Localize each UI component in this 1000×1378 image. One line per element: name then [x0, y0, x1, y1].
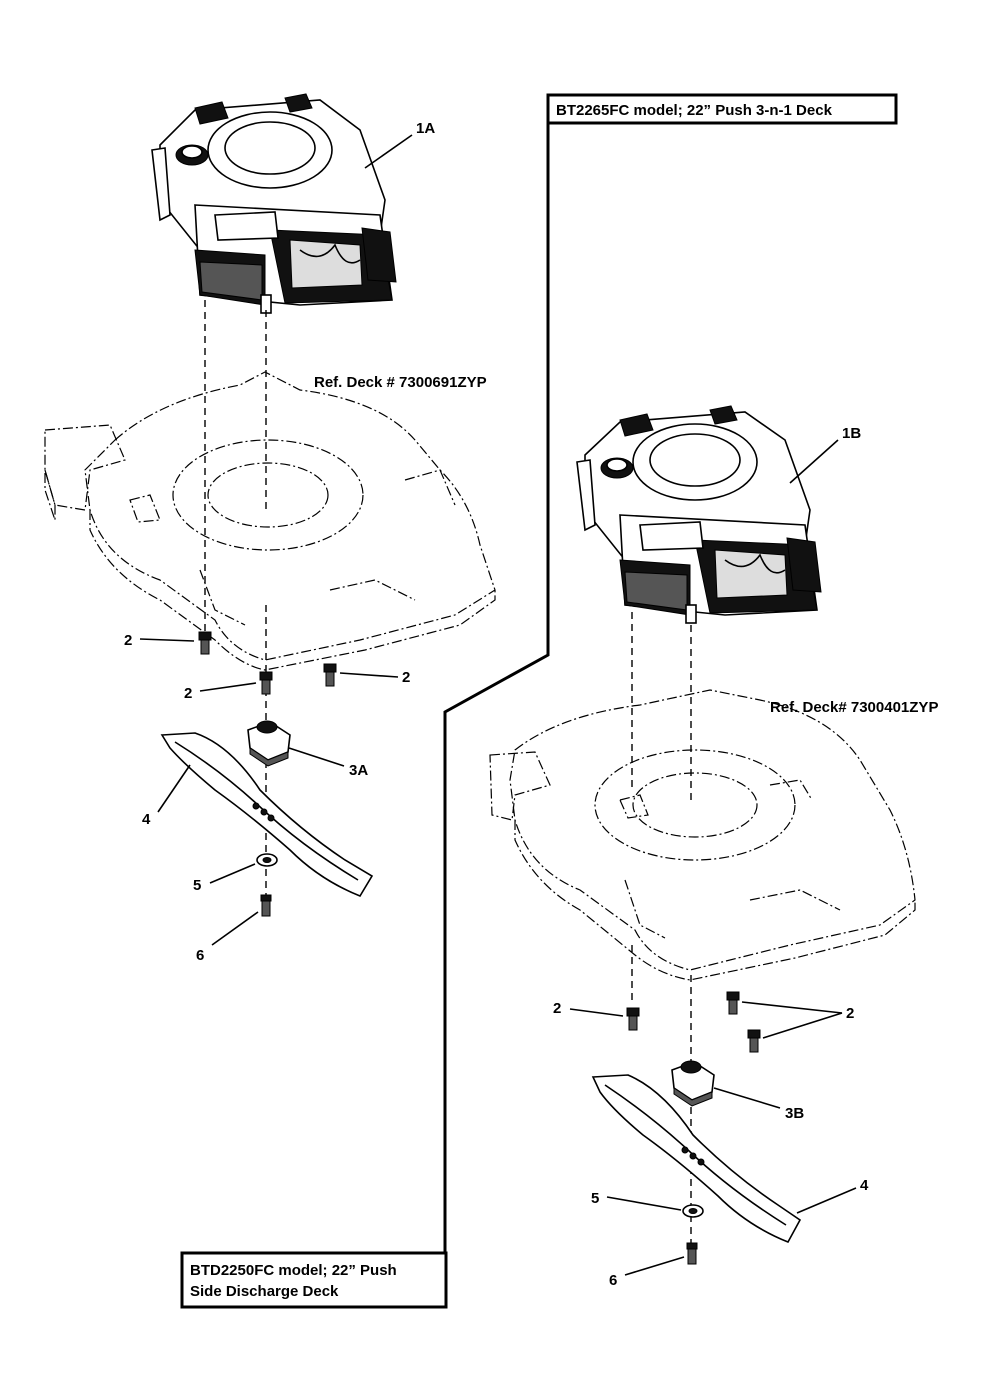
ref-deck-right: Ref. Deck# 7300401ZYP [770, 699, 938, 716]
leader-bolt [139, 638, 195, 642]
leader-bolt [569, 1008, 624, 1017]
washer-right [682, 1204, 704, 1218]
callout-1b: 1B [842, 425, 861, 442]
leader-1b [789, 439, 839, 484]
callout-washer-left: 5 [193, 877, 201, 894]
leader-screw [624, 1256, 685, 1276]
leader-3b [713, 1087, 781, 1109]
adapter-3b [671, 1060, 715, 1107]
callout-bolt-right-1: 2 [553, 1000, 561, 1017]
bolt-left-1 [198, 631, 212, 655]
section-divider [443, 95, 550, 1308]
leader-bolt [339, 672, 399, 678]
callout-washer-right: 5 [591, 1190, 599, 1207]
leader-3a [288, 747, 345, 767]
bolt-left-2 [259, 671, 273, 695]
washer-left [256, 853, 278, 867]
bolt-right-2 [726, 991, 740, 1015]
right-model-box: BT2265FC model; 22” Push 3-n-1 Deck [546, 93, 898, 125]
callout-blade-left: 4 [142, 811, 151, 828]
bolt-right-3 [747, 1029, 761, 1053]
callout-screw-left: 6 [196, 947, 204, 964]
callout-3a: 3A [349, 762, 368, 779]
engine-1b [576, 405, 822, 624]
bolt-left-3 [323, 663, 337, 687]
left-model-box: BTD2250FC model; 22” Push Side Discharge… [180, 1251, 448, 1309]
left-model-label-line2: Side Discharge Deck [190, 1283, 339, 1300]
leader-blade [157, 764, 191, 813]
leader-bolt [741, 1001, 843, 1014]
screw-left [260, 894, 272, 917]
leader-washer [209, 863, 256, 884]
blade-left [160, 732, 374, 897]
callout-bolt-left-2: 2 [184, 685, 192, 702]
ref-deck-left: Ref. Deck # 7300691ZYP [314, 374, 487, 391]
leader-bolt [199, 682, 257, 692]
right-model-label: BT2265FC model; 22” Push 3-n-1 Deck [556, 102, 833, 119]
deck-left [44, 371, 496, 671]
callout-bolt-right-2: 2 [846, 1005, 854, 1022]
leader-screw [211, 911, 259, 946]
callout-bolt-left-3: 2 [402, 669, 410, 686]
left-model-label-line1: BTD2250FC model; 22” Push [190, 1262, 397, 1279]
blade-right [591, 1074, 802, 1244]
callout-1a: 1A [416, 120, 435, 137]
bolt-right-1 [626, 1007, 640, 1031]
callout-bolt-left-1: 2 [124, 632, 132, 649]
engine-1a [151, 93, 397, 314]
leader-bolt [762, 1012, 843, 1039]
callout-blade-right: 4 [860, 1177, 869, 1194]
leader-blade [796, 1187, 857, 1214]
leader-washer [606, 1196, 682, 1211]
callout-3b: 3B [785, 1105, 804, 1122]
adapter-3a [247, 720, 291, 767]
deck-right [489, 689, 916, 981]
callout-screw-right: 6 [609, 1272, 617, 1289]
leader-1a [364, 134, 413, 169]
screw-right [686, 1242, 698, 1265]
